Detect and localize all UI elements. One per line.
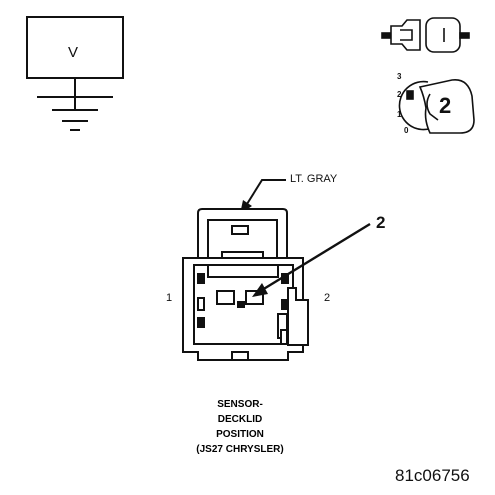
wire-color-label: LT. GRAY — [290, 173, 338, 185]
dial-mark-2: 2 — [397, 90, 402, 99]
caption-line: SENSOR- — [217, 399, 263, 410]
voltmeter-icon — [26, 16, 124, 131]
callout-leader — [261, 222, 371, 292]
caption-line: POSITION — [216, 429, 264, 440]
dial-mark-3: 3 — [397, 72, 402, 81]
callout-arrowhead — [252, 283, 268, 297]
back-probe-icon — [381, 17, 470, 53]
callout-number: 2 — [376, 213, 386, 232]
connector-caption: SENSOR- DECKLID POSITION (JS27 CHRYSLER) — [180, 397, 300, 457]
wire-color-leader — [246, 179, 286, 205]
caption-line: DECKLID — [217, 414, 263, 425]
pin-1-label: 1 — [166, 292, 173, 304]
dial-mark-0: 0 — [404, 126, 409, 135]
dial-setting: 2 — [439, 93, 452, 118]
caption-line: (JS27 CHRYSLER) — [196, 444, 284, 455]
connector-face — [182, 208, 309, 361]
selector-dial-icon — [398, 79, 475, 134]
pin-2-label: 2 — [324, 292, 331, 304]
meter-letter: V — [68, 44, 79, 61]
dial-mark-1: 1 — [397, 110, 402, 119]
figure-id: 81c06756 — [395, 466, 470, 485]
